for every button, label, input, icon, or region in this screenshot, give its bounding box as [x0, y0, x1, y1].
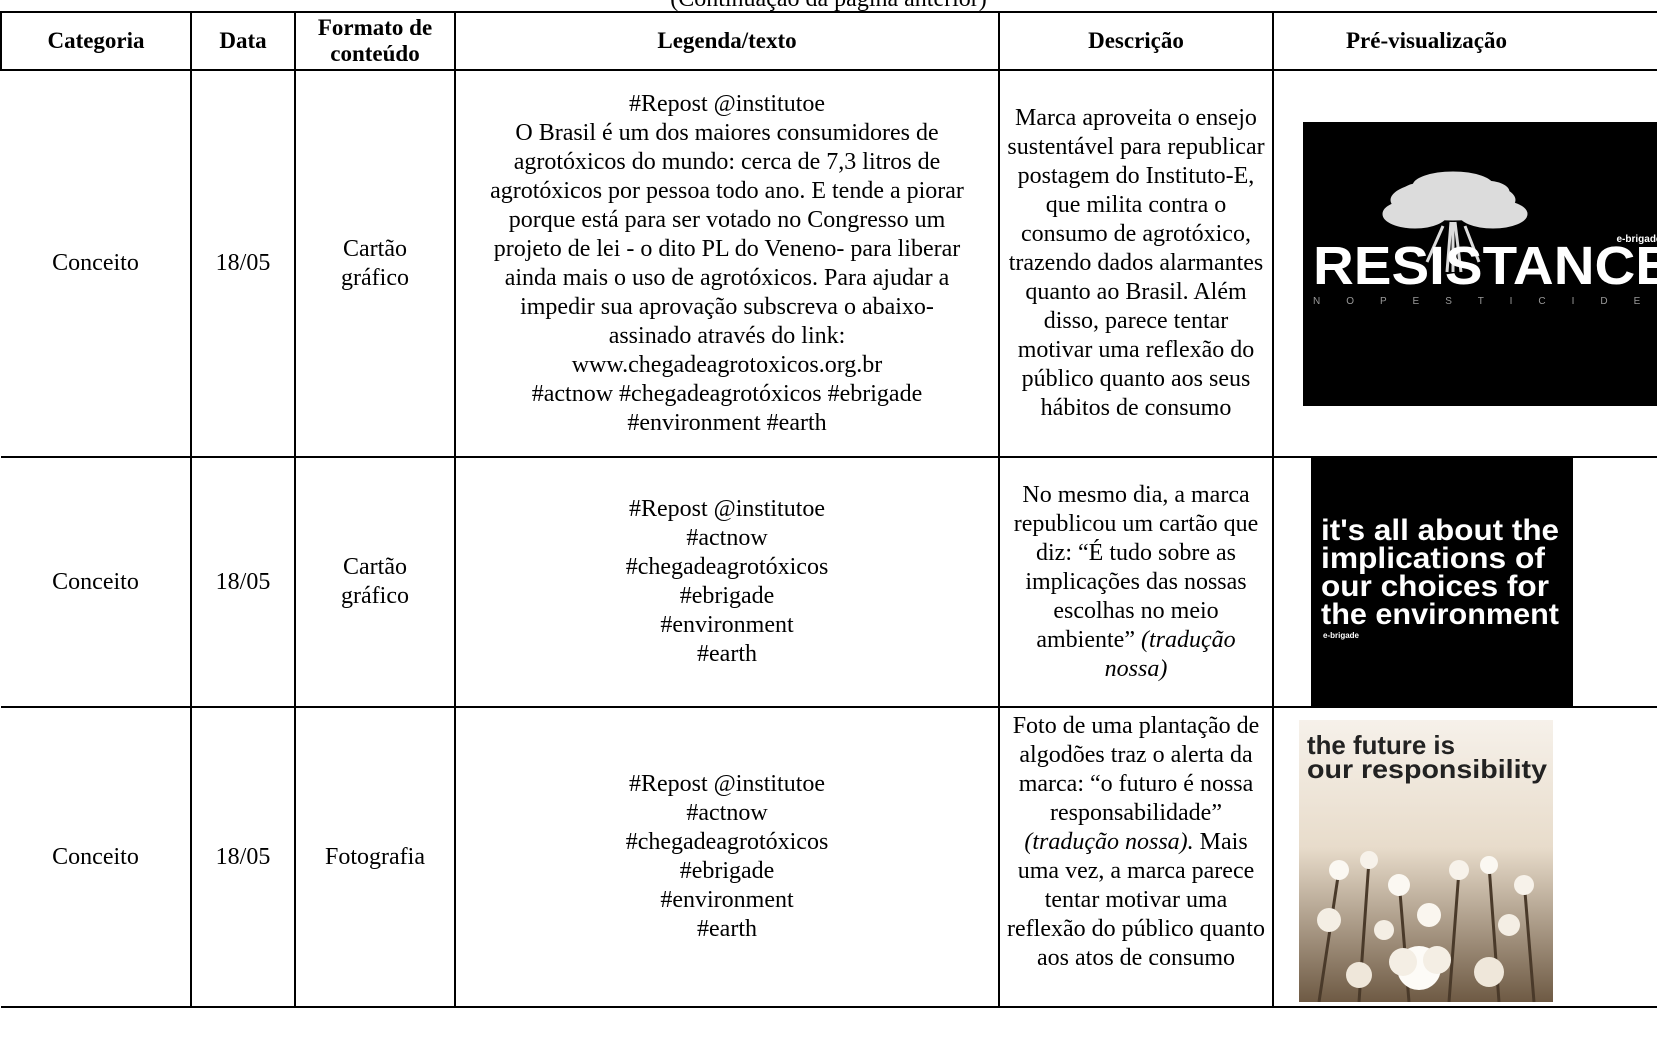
preview-text-line: implications of	[1321, 542, 1546, 575]
header-description: Descrição	[998, 11, 1274, 71]
description-note: (tradução nossa)	[1104, 626, 1236, 682]
resistance-preview-image: e-brigade RESISTANCE N O P E S T I C I D…	[1303, 121, 1657, 406]
cell-date: 18/05	[190, 706, 296, 1008]
cell-caption: #Repost @institutoe #actnow #chegadeagro…	[454, 706, 1000, 1008]
cell-caption: #Repost @institutoe O Brasil é um dos ma…	[454, 69, 1000, 458]
caption-line: ainda mais o uso de agrotóxicos. Para aj…	[504, 264, 950, 291]
cell-description: Foto de uma plantação de algodões traz o…	[998, 706, 1274, 1008]
caption-line: www.chegadeagrotoxicos.org.br	[571, 351, 883, 378]
cotton-plants	[1317, 851, 1536, 1002]
caption-line: #ebrigade	[679, 858, 775, 884]
preview-text-line: the future is	[1307, 730, 1455, 760]
caption-line: O Brasil é um dos maiores consumidores d…	[515, 119, 939, 146]
format-text: Cartão gráfico	[341, 235, 409, 291]
cell-preview: it's all about the implications of our c…	[1272, 456, 1657, 708]
cotton-field-preview-image: the future is our responsibility	[1299, 720, 1553, 1002]
preview-text-line: our choices for	[1321, 570, 1549, 603]
caption-line: projeto de lei - o dito PL do Veneno- pa…	[493, 235, 961, 262]
caption-line: #chegadeagrotóxicos	[625, 554, 829, 580]
table-row: Conceito 18/05 Cartão gráfico #Repost @i…	[1, 69, 1657, 458]
cell-preview: the future is our responsibility	[1272, 706, 1657, 1008]
preview-text-line: the environment	[1321, 598, 1559, 631]
caption-line: impedir sua aprovação subscreva o abaixo…	[520, 293, 934, 320]
caption-line: #Repost @institutoe	[628, 90, 826, 117]
caption-line: #earth	[697, 916, 757, 942]
header-category: Categoria	[0, 11, 192, 71]
preview-text-line: our responsibility	[1307, 754, 1548, 784]
caption-line: agrotóxicos do mundo: cerca de 7,3 litro…	[513, 148, 941, 175]
table-header-row: Categoria Data Formato de conteúdo Legen…	[0, 11, 1657, 71]
cell-category: Conceito	[1, 69, 192, 458]
preview-main-text: RESISTANCE	[1313, 236, 1657, 296]
description-text: Marca aproveita o ensejo sustentável par…	[1007, 105, 1265, 421]
caption-line: #actnow	[686, 525, 768, 551]
cell-caption: #Repost @institutoe #actnow #chegadeagro…	[454, 456, 1000, 708]
header-format: Formato de conteúdo	[294, 11, 456, 71]
description-text-continued: Mais uma vez, a marca parece tentar moti…	[1007, 829, 1265, 971]
format-text: Cartão gráfico	[341, 554, 409, 609]
cell-format: Cartão gráfico	[294, 456, 456, 708]
header-date: Data	[190, 11, 296, 71]
caption-line: #chegadeagrotóxicos	[625, 829, 829, 855]
cell-preview: e-brigade RESISTANCE N O P E S T I C I D…	[1272, 69, 1657, 458]
caption-line: #Repost @institutoe	[628, 771, 826, 797]
caption-line: assinado através do link:	[608, 322, 846, 349]
caption-line: #environment	[660, 612, 794, 638]
description-text: Foto de uma plantação de algodões traz o…	[1012, 713, 1260, 826]
cell-category: Conceito	[1, 456, 192, 708]
table-row: Conceito 18/05 Fotografia #Repost @insti…	[1, 706, 1657, 1008]
tree-graphic	[1382, 171, 1528, 272]
preview-text-line: it's all about the	[1321, 514, 1559, 547]
continuation-note: (Continuação da página anterior)	[0, 0, 1657, 11]
caption-line: #actnow	[686, 800, 768, 826]
preview-brand-text: e-brigade	[1616, 234, 1657, 245]
table-row: Conceito 18/05 Cartão gráfico #Repost @i…	[1, 456, 1657, 708]
cell-description: Marca aproveita o ensejo sustentável par…	[998, 69, 1274, 458]
caption-line: porque está para ser votado no Congresso…	[508, 206, 946, 233]
caption-line: #earth	[697, 641, 757, 667]
preview-brand-text: e-brigade	[1323, 631, 1360, 640]
cell-date: 18/05	[190, 456, 296, 708]
preview-background	[1303, 121, 1657, 406]
caption-line: #Repost @institutoe	[628, 496, 826, 522]
header-caption: Legenda/texto	[454, 11, 1000, 71]
cell-description: No mesmo dia, a marca republicou um cart…	[998, 456, 1274, 708]
content-table: Categoria Data Formato de conteúdo Legen…	[0, 11, 1657, 1008]
header-preview: Pré-visualização	[1272, 11, 1657, 71]
caption-line: agrotóxicos por pessoa todo ano. E tende…	[490, 177, 964, 204]
caption-line: #ebrigade	[679, 583, 775, 609]
description-text: No mesmo dia, a marca republicou um cart…	[1013, 481, 1259, 653]
cell-format: Fotografia	[294, 706, 456, 1008]
cell-category: Conceito	[1, 706, 192, 1008]
caption-line: #actnow #chegadeagrotóxicos #ebrigade	[531, 380, 923, 407]
description-note: (tradução nossa).	[1024, 829, 1194, 855]
choices-preview-image: it's all about the implications of our c…	[1311, 459, 1573, 705]
cell-date: 18/05	[190, 69, 296, 458]
cell-format: Cartão gráfico	[294, 69, 456, 458]
caption-line: #environment #earth	[627, 409, 827, 436]
caption-line: #environment	[660, 887, 794, 913]
preview-background	[1311, 459, 1573, 705]
